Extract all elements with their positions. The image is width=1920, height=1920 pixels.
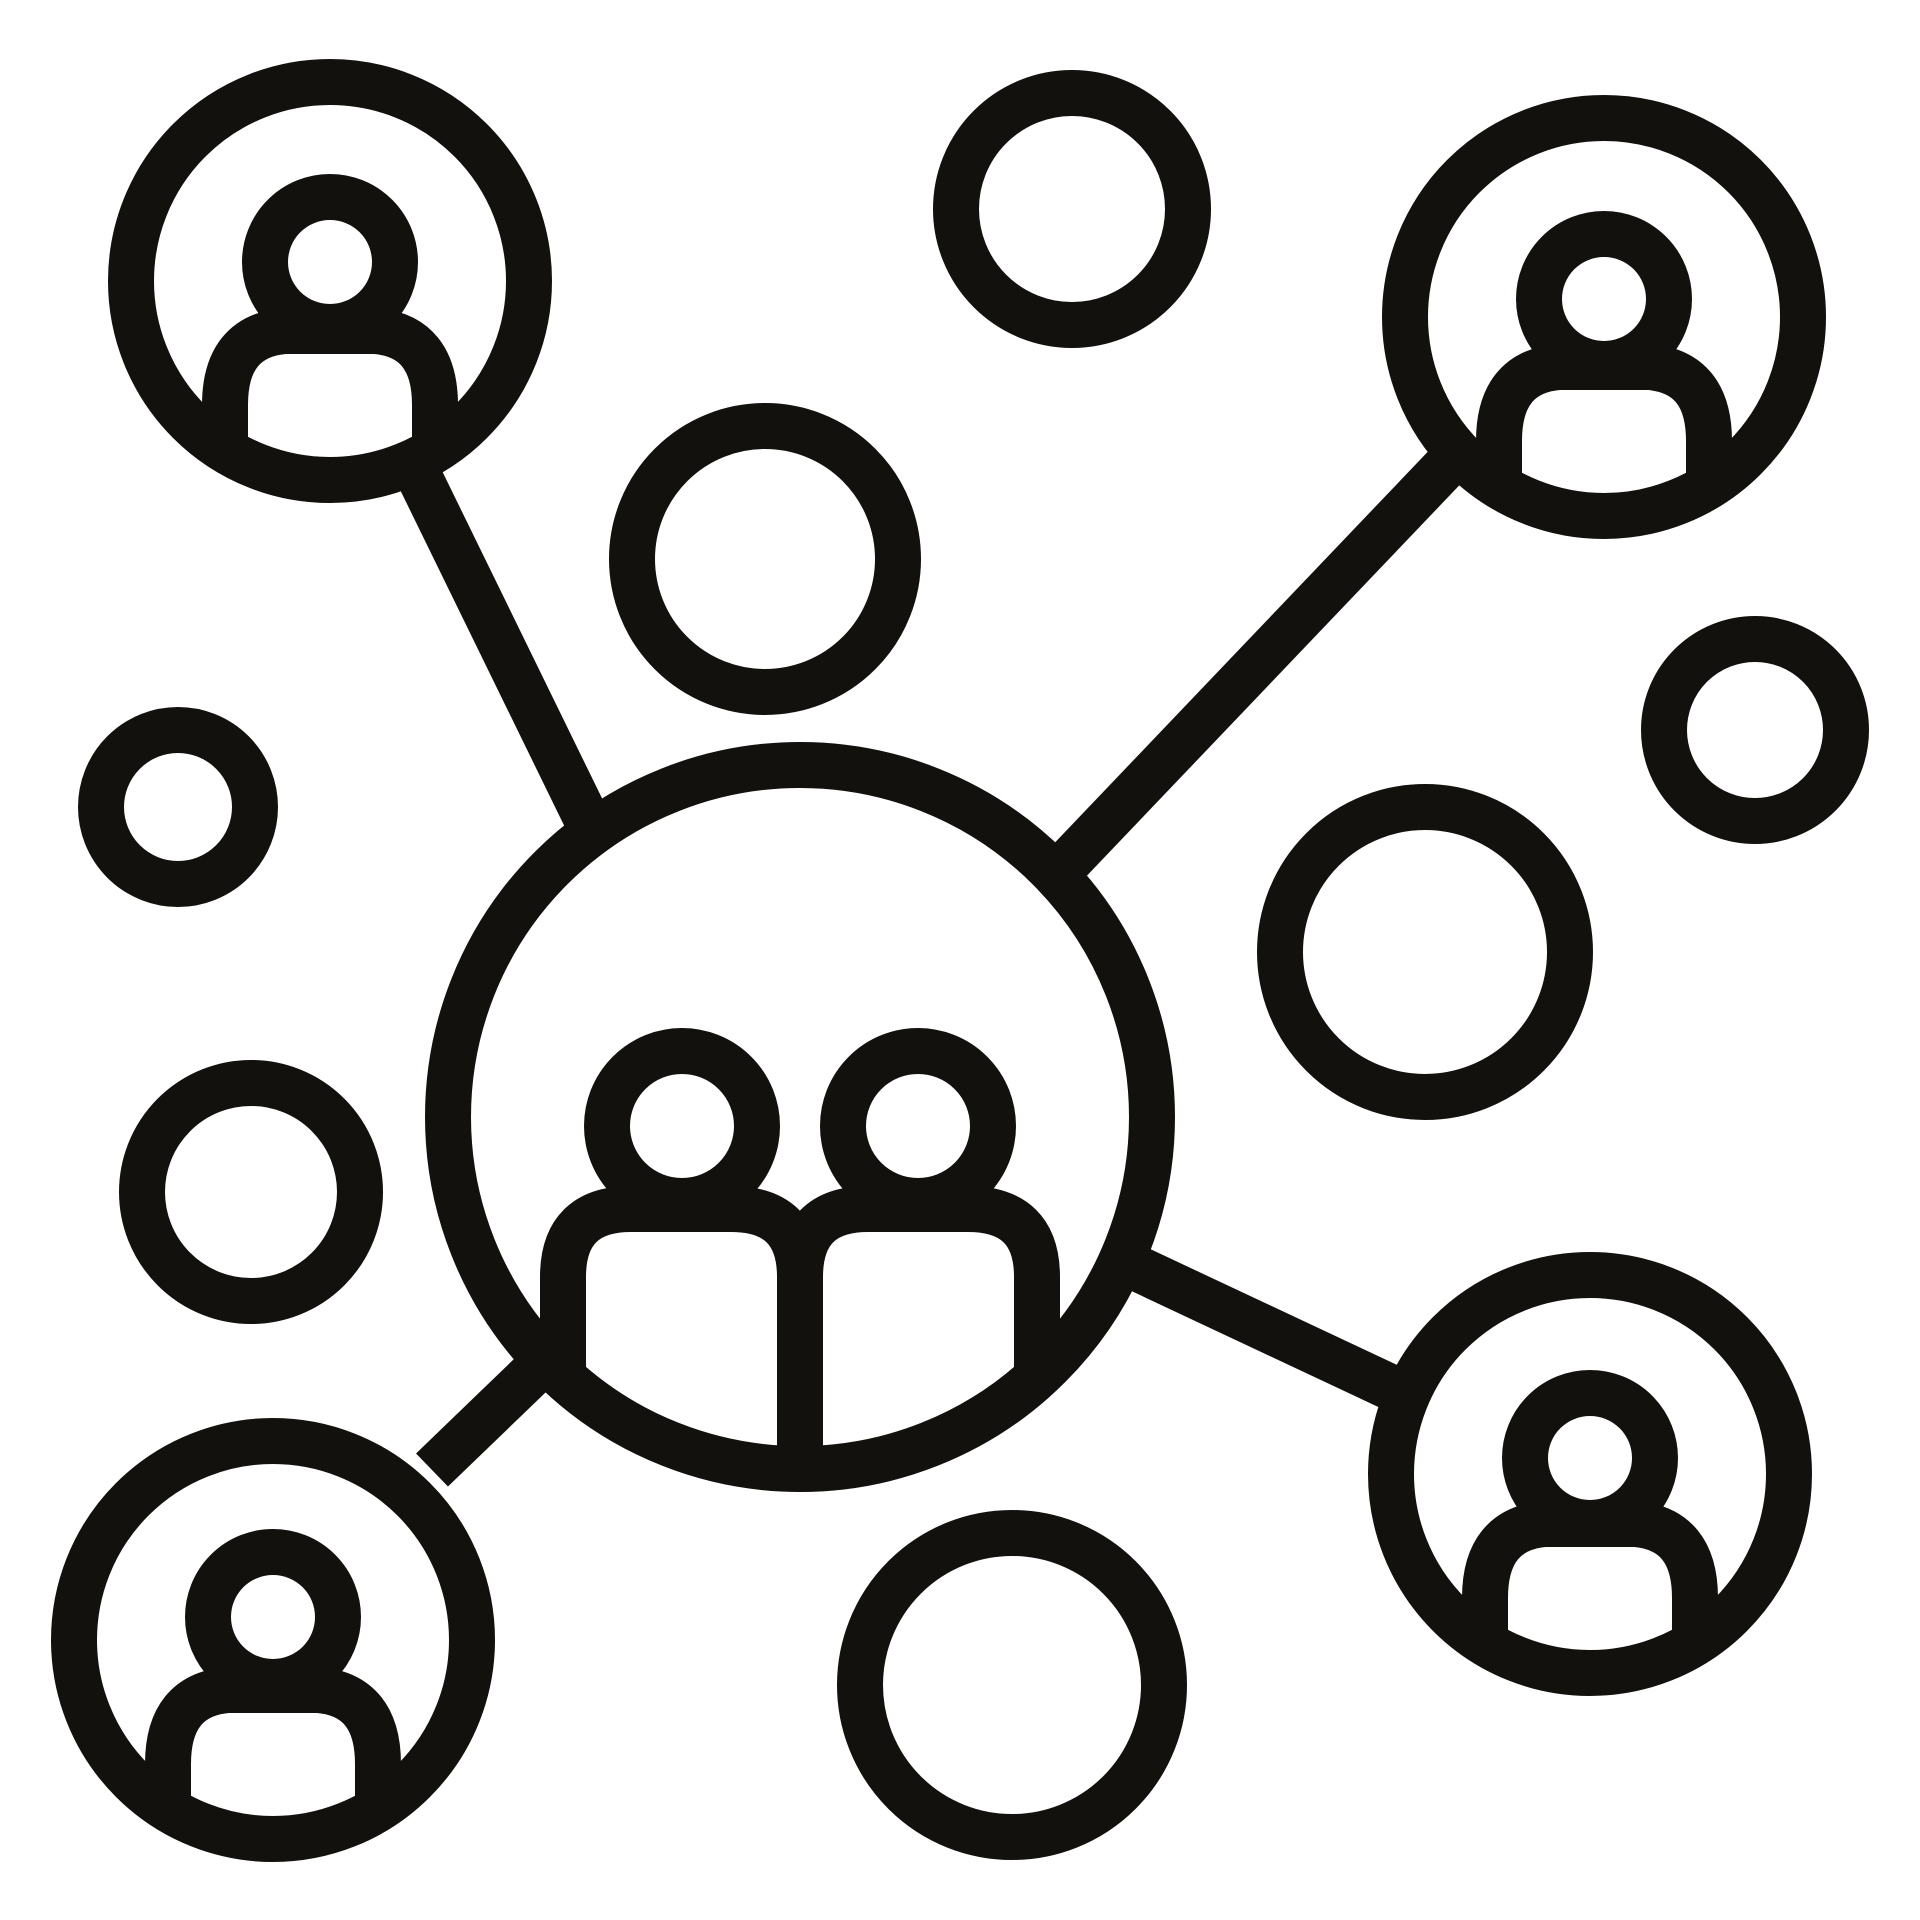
person-node-top-right — [1382, 95, 1826, 539]
empty-node-right-middle — [1257, 784, 1593, 1120]
person-body — [1462, 1501, 1718, 1663]
connections — [395, 451, 1462, 1487]
person-node-bottom-right — [1368, 1252, 1812, 1696]
connection-bottom-right — [1118, 1243, 1402, 1409]
person-head — [242, 174, 418, 350]
empty-node-top-center — [933, 70, 1211, 348]
hub-person-left-head — [584, 1028, 780, 1224]
person-body — [202, 308, 458, 470]
empty-node-bottom-center — [837, 1510, 1187, 1860]
person-node-bottom-left — [51, 1418, 495, 1862]
hub-person-right-head — [820, 1028, 1016, 1224]
person-head — [185, 1529, 361, 1705]
node-circle — [108, 59, 552, 503]
empty-nodes — [78, 70, 1869, 1860]
connection-top-left — [395, 459, 609, 833]
person-body — [1476, 344, 1732, 506]
group-hub-node — [425, 742, 1175, 1492]
node-circle — [1368, 1252, 1812, 1696]
empty-node-upper-middle — [609, 403, 921, 715]
person-body — [145, 1667, 401, 1829]
connection-top-right — [1034, 451, 1462, 896]
empty-node-left-middle — [119, 1060, 383, 1324]
node-circle — [1382, 95, 1826, 539]
person-node-top-left — [108, 59, 552, 503]
connection-bottom-left — [416, 1346, 559, 1487]
empty-node-right-small — [1641, 616, 1869, 844]
hub-person-right-body — [777, 1186, 1060, 1469]
node-circle — [51, 1418, 495, 1862]
empty-node-left-small — [78, 707, 278, 907]
